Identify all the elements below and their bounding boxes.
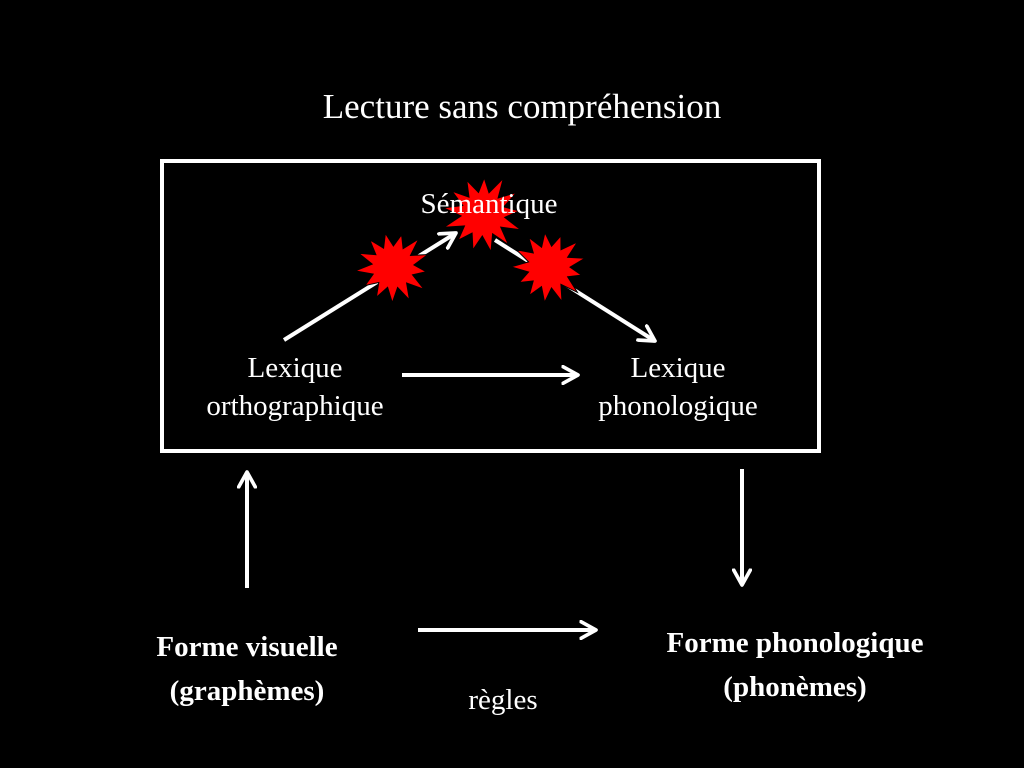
node-forme-visuelle-line-1: Forme visuelle xyxy=(156,631,338,663)
node-lexique-phonologique-line-1: Lexique xyxy=(630,352,726,384)
node-lexique-phonologique: Lexique phonologique xyxy=(568,350,788,425)
node-lexique-orthographique-line-2: orthographique xyxy=(206,389,384,422)
edge-label-regles: règles xyxy=(468,684,538,716)
node-forme-phonologique-line-1: Forme phonologique xyxy=(666,627,924,659)
red-burst-icon xyxy=(509,231,587,304)
disruption-markers xyxy=(353,176,587,305)
red-burst-icon xyxy=(353,231,430,305)
node-forme-visuelle-line-2: (graphèmes) xyxy=(169,674,325,707)
node-forme-phonologique: Forme phonologique (phonèmes) xyxy=(628,622,962,709)
node-lexique-phonologique-line-2: phonologique xyxy=(598,389,758,422)
red-burst-icon xyxy=(441,176,523,254)
node-lexique-orthographique-line-1: Lexique xyxy=(247,352,343,384)
node-semantic: Sémantique xyxy=(420,188,558,220)
lexicon-box xyxy=(160,159,821,453)
node-forme-phonologique-line-2: (phonèmes) xyxy=(723,670,867,703)
node-lexique-orthographique: Lexique orthographique xyxy=(180,350,410,425)
node-forme-visuelle: Forme visuelle (graphèmes) xyxy=(118,626,376,713)
arrow-orth-to-semantic xyxy=(282,233,456,342)
diagram-title: Lecture sans compréhension xyxy=(322,87,722,126)
